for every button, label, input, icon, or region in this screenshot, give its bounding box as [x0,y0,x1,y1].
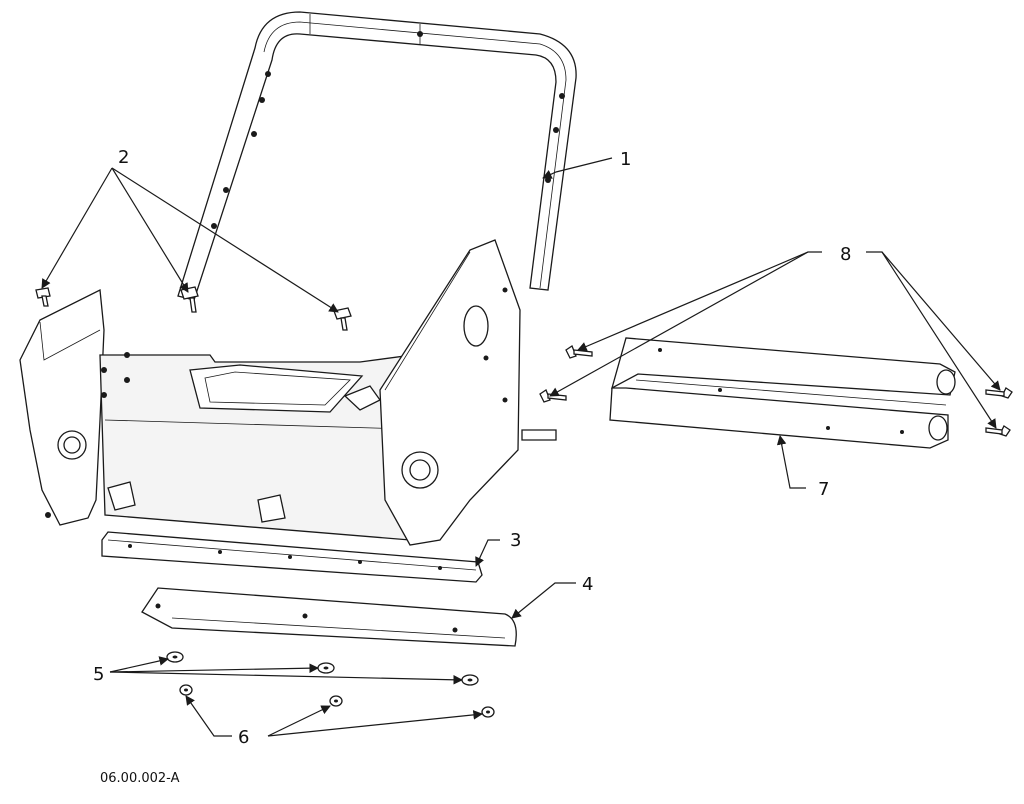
nut-part [179,684,495,718]
callout-7: 7 [818,479,829,500]
callout-5: 5 [93,664,104,685]
callout-4: 4 [582,574,593,595]
callout-2: 2 [118,147,129,168]
housing-left-side-plate [19,288,105,526]
callout-6: 6 [238,727,249,748]
drawing-id: 06.00.002-A [100,771,180,786]
washer-part [166,651,479,686]
side-bracket-part [609,337,956,449]
strip-bar-part [101,531,483,583]
handle-frame-part [177,11,577,301]
housing-right-side-plate [379,239,557,546]
callout-3: 3 [510,530,521,551]
callout-8: 8 [840,244,851,265]
shield-plate-part [141,587,517,647]
callout-1: 1 [620,149,631,170]
bolt-part [539,345,1013,437]
leader-lines [41,157,1001,737]
